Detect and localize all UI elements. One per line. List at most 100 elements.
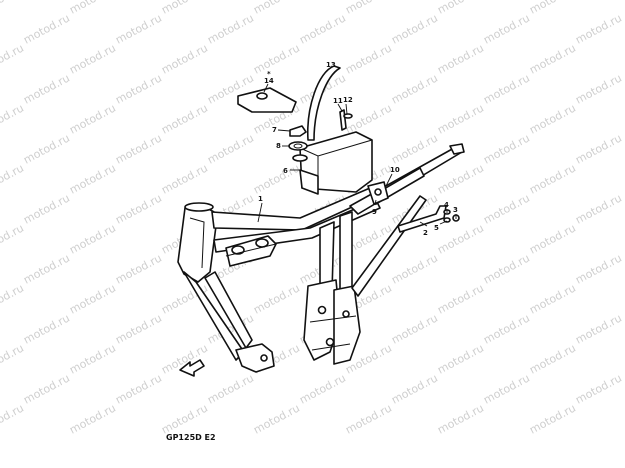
steering-head — [177, 203, 217, 283]
watermark-text: motod.ru — [21, 131, 72, 166]
callout-2: 2 — [423, 229, 428, 237]
oil-cap-gasket — [288, 141, 308, 151]
main-frame — [177, 143, 465, 373]
callout-1: 1 — [258, 195, 263, 203]
mount-bolt — [339, 109, 347, 131]
watermark-text: motod.ru — [389, 11, 440, 46]
callout-11: 11 — [333, 97, 343, 105]
watermark-text: motod.ru — [67, 41, 118, 76]
watermark-text: motod.ru — [159, 401, 210, 436]
watermark-text: motod.ru — [113, 71, 164, 106]
seat-post-right — [339, 211, 353, 293]
watermark-text: motod.ru — [435, 101, 486, 136]
mount-bolt-group — [339, 109, 353, 131]
watermark-text: motod.ru — [343, 401, 394, 436]
watermark-text: motod.ru — [251, 0, 302, 17]
watermark-text: motod.ru — [435, 341, 486, 376]
cover-plate — [237, 87, 297, 113]
watermark-text: motod.ru — [389, 311, 440, 346]
watermark-text: motod.ru — [573, 311, 624, 346]
front-direction-arrow-icon — [179, 359, 205, 377]
rear-bracket-hole — [374, 188, 382, 196]
watermark-text: motod.ru — [527, 0, 578, 17]
watermark-text: motod.ru — [481, 371, 532, 406]
watermark-text: motod.ru — [21, 251, 72, 286]
cover-plate-grommet — [256, 92, 268, 100]
watermark-text: motod.ru — [251, 41, 302, 76]
watermark-text: motod.ru — [573, 131, 624, 166]
watermark-text: motod.ru — [0, 281, 26, 316]
watermark-text: motod.ru — [481, 131, 532, 166]
watermark-text: motod.ru — [205, 11, 256, 46]
rear-rod-group — [397, 205, 460, 233]
watermark-text: motod.ru — [389, 251, 440, 286]
watermark-text: motod.ru — [389, 71, 440, 106]
watermark-text: motod.ru — [67, 161, 118, 196]
rear-stay — [351, 195, 427, 297]
rear-loop-end — [449, 143, 465, 155]
oil-tank — [299, 131, 373, 195]
watermark-text: motod.ru — [0, 341, 26, 376]
pivot-plate-right — [333, 285, 361, 365]
callout-4: 4 — [444, 201, 449, 209]
callout-7: 7 — [272, 126, 277, 134]
watermark-text: motod.ru — [251, 281, 302, 316]
oil-cap — [289, 125, 307, 137]
watermark-text: motod.ru — [527, 281, 578, 316]
watermark-text: motod.ru — [481, 191, 532, 226]
watermark-text: motod.ru — [435, 401, 486, 436]
watermark-text: motod.ru — [67, 221, 118, 256]
watermark-text: motod.ru — [0, 101, 26, 136]
pivot-hole-b — [325, 337, 335, 347]
watermark-text: motod.ru — [159, 101, 210, 136]
diagram-code: GP125D E2 — [166, 433, 216, 442]
watermark-text: motod.ru — [435, 281, 486, 316]
watermark-text: motod.ru — [21, 11, 72, 46]
pivot-hole-a — [317, 305, 327, 315]
watermark-text: motod.ru — [0, 401, 26, 436]
watermark-text: motod.ru — [573, 251, 624, 286]
watermark-text: motod.ru — [0, 0, 26, 17]
watermark-text: motod.ru — [573, 71, 624, 106]
oil-filler-neck — [292, 154, 308, 162]
watermark-text: motod.ru — [481, 311, 532, 346]
watermark-text: motod.ru — [205, 371, 256, 406]
watermark-text: motod.ru — [159, 41, 210, 76]
watermark-text: motod.ru — [251, 401, 302, 436]
oil-cap-group — [288, 125, 308, 162]
watermark-text: motod.ru — [67, 341, 118, 376]
rod-washer — [443, 217, 451, 223]
watermark-text: motod.ru — [481, 251, 532, 286]
gusset-bolt-b — [255, 238, 269, 248]
watermark-text: motod.ru — [527, 221, 578, 256]
watermark-text: motod.ru — [113, 191, 164, 226]
watermark-text: motod.ru — [67, 401, 118, 436]
pivot-hole-c — [342, 310, 350, 318]
callout-14-star: * — [267, 70, 271, 78]
watermark-text: motod.ru — [67, 0, 118, 17]
watermark-text: motod.ru — [343, 0, 394, 17]
callout-10: 10 — [390, 166, 400, 174]
watermark-text: motod.ru — [343, 41, 394, 76]
watermark-text: motod.ru — [527, 401, 578, 436]
watermark-text: motod.ru — [205, 131, 256, 166]
callouts: 1 2 3 4 5 6 7 8 9 10 11 12 13 14 * — [258, 61, 458, 237]
watermark-text: motod.ru — [113, 131, 164, 166]
watermark-text: motod.ru — [573, 371, 624, 406]
watermark-text: motod.ru — [67, 101, 118, 136]
watermark-text: motod.ru — [435, 221, 486, 256]
watermark-text: motod.ru — [21, 71, 72, 106]
watermark-text: motod.ru — [159, 0, 210, 17]
watermark-text: motod.ru — [527, 161, 578, 196]
watermark-text: motod.ru — [435, 0, 486, 17]
watermark-text: motod.ru — [481, 71, 532, 106]
watermark-text: motod.ru — [573, 11, 624, 46]
watermark-text: motod.ru — [67, 281, 118, 316]
watermark-text: motod.ru — [435, 41, 486, 76]
watermark-text: motod.ru — [21, 311, 72, 346]
watermark-text: motod.ru — [21, 371, 72, 406]
watermark-text: motod.ru — [435, 161, 486, 196]
callout-8: 8 — [276, 142, 281, 150]
